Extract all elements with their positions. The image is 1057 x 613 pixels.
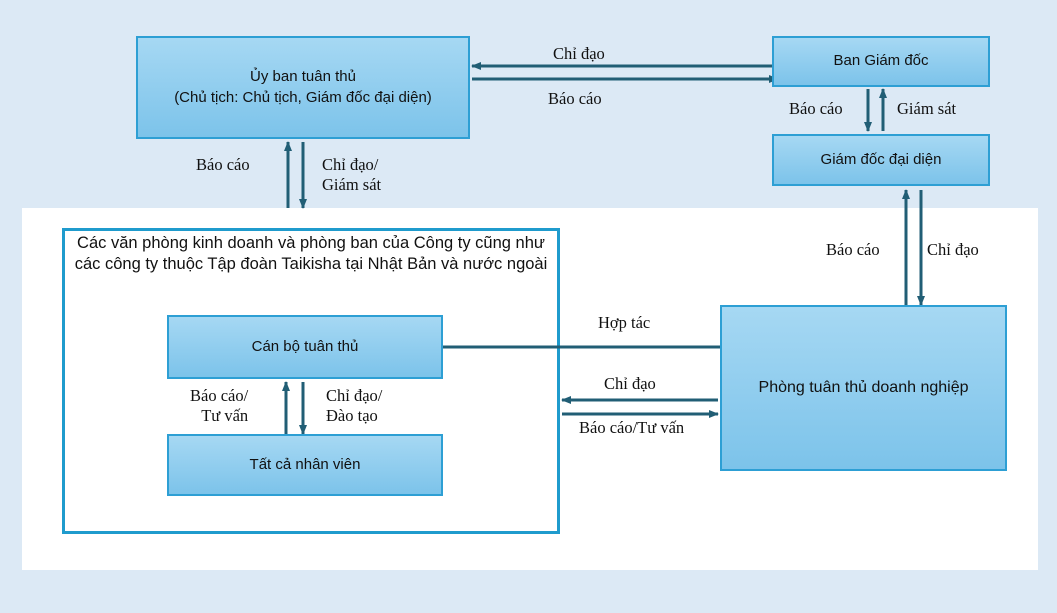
edge-label-director-dept-report: Báo cáo [826,240,880,259]
edge-label-dept-container-instruct: Chỉ đạo [604,374,656,393]
edge-label-officer-employee-instruct: Chỉ đạo/ Đào tạo [326,386,383,426]
edge-label-committee-board-instruct: Chỉ đạo [553,44,605,63]
edge-label-board-director-supervise: Giám sát [897,99,957,118]
edge-label-committee-down-report: Báo cáo [196,155,250,174]
edge-label-employee-officer-report: Báo cáo/ Tư vấn [190,386,249,426]
committee-subtitle-line: (Chủ tịch: Chủ tịch, Giám đốc đại diện) [174,88,432,106]
node-corporate-compliance-department-label: Phòng tuân thủ doanh nghiệp [758,379,969,397]
node-board-of-directors-label: Ban Giám đốc [833,52,929,70]
node-representative-director[interactable]: Giám đốc đại diện [772,134,990,186]
node-board-of-directors[interactable]: Ban Giám đốc [772,36,990,87]
node-corporate-compliance-department[interactable]: Phòng tuân thủ doanh nghiệp [720,305,1007,471]
node-all-employees-label: Tất cả nhân viên [249,455,361,473]
node-compliance-officer-label: Cán bộ tuân thủ [251,337,359,355]
edge-label-director-dept-instruct: Chỉ đạo [927,240,979,259]
edge-label-dept-container-report: Báo cáo/Tư vấn [579,418,685,437]
committee-title-line: Ủy ban tuân thủ [250,68,356,86]
node-compliance-committee[interactable]: Ủy ban tuân thủ (Chủ tịch: Chủ tịch, Giá… [136,36,470,139]
node-representative-director-label: Giám đốc đại diện [820,150,942,168]
edge-label-committee-board-report: Báo cáo [548,89,602,108]
node-all-employees[interactable]: Tất cả nhân viên [167,434,443,496]
edge-label-officer-dept-cooperate: Hợp tác [598,313,651,332]
group-companies-caption: Các văn phòng kinh doanh và phòng ban củ… [74,234,548,274]
node-compliance-committee-label: Ủy ban tuân thủ (Chủ tịch: Chủ tịch, Giá… [174,67,432,108]
node-compliance-officer[interactable]: Cán bộ tuân thủ [167,315,443,379]
group-companies-container [62,228,560,534]
edge-label-committee-down-instruct: Chỉ đạo/ Giám sát [322,155,382,195]
edge-label-board-director-report: Báo cáo [789,99,843,118]
